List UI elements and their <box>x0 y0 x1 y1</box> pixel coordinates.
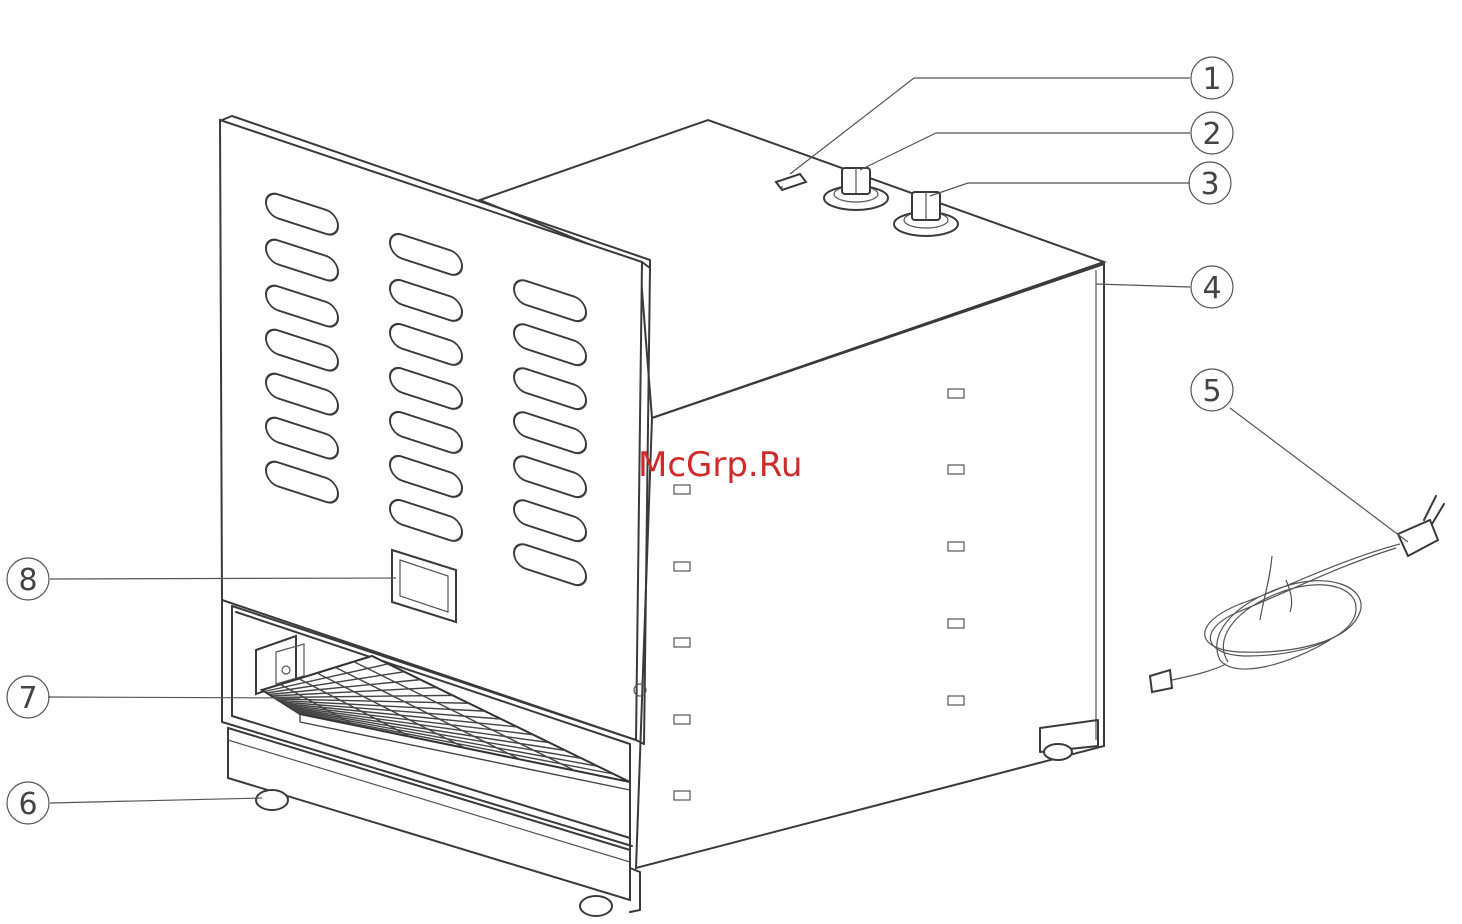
watermark: McGrp.Ru <box>638 445 802 485</box>
callout-6-label: 6 <box>18 787 37 822</box>
callout-5-label: 5 <box>1202 374 1221 409</box>
callout-3-label: 3 <box>1200 167 1219 202</box>
callout-4-label: 4 <box>1202 271 1221 306</box>
power-cord <box>1150 496 1444 692</box>
callout-7-label: 7 <box>18 681 37 716</box>
callout-5: 5 <box>1191 369 1233 411</box>
callout-8: 8 <box>7 558 49 600</box>
callout-4: 4 <box>1191 266 1233 308</box>
callout-2-label: 2 <box>1202 117 1221 152</box>
callout-7: 7 <box>7 676 49 718</box>
callout-8-label: 8 <box>18 563 37 598</box>
callout-2: 2 <box>1191 112 1233 154</box>
callout-1: 1 <box>1191 57 1233 99</box>
callout-1-label: 1 <box>1202 62 1221 97</box>
callout-6: 6 <box>7 782 49 824</box>
callout-3: 3 <box>1189 162 1231 204</box>
